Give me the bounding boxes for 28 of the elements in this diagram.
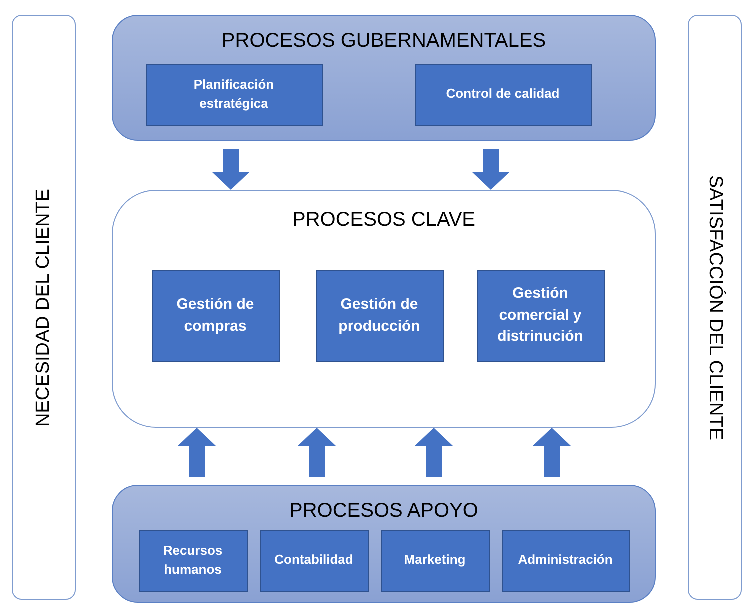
panel-title: PROCESOS GUBERNAMENTALES xyxy=(222,30,546,52)
process-label: Gestión de producción xyxy=(338,294,422,336)
process-box xyxy=(316,270,444,362)
process-label: Marketing xyxy=(404,551,466,570)
process-box xyxy=(146,64,322,126)
process-label: Control de calidad xyxy=(446,85,560,104)
process-label: Gestión comercial y distrinución xyxy=(496,284,584,348)
band-label: NECESIDAD DEL CLIENTE xyxy=(33,188,55,426)
process-box xyxy=(476,270,604,362)
group-panel xyxy=(112,190,656,428)
right-band xyxy=(688,15,742,600)
process-label: Gestión de compras xyxy=(176,294,256,336)
band-label: SATISFACCIÓN DEL CLIENTE xyxy=(704,175,726,440)
process-box xyxy=(152,270,280,362)
panel-title: PROCESOS CLAVE xyxy=(292,209,476,231)
process-box xyxy=(414,64,592,126)
panel-title: PROCESOS APOYO xyxy=(290,500,478,522)
process-box xyxy=(138,530,248,592)
group-panel xyxy=(112,485,656,603)
left-band xyxy=(12,15,76,600)
process-box xyxy=(502,530,630,592)
process-box xyxy=(380,530,490,592)
process-label: Contabilidad xyxy=(274,551,354,570)
process-label: Administración xyxy=(518,551,613,570)
process-box xyxy=(260,530,368,592)
process-label: Recursos humanos xyxy=(162,542,224,578)
group-panel xyxy=(112,15,656,141)
process-label: Planificación estratégica xyxy=(192,76,276,113)
